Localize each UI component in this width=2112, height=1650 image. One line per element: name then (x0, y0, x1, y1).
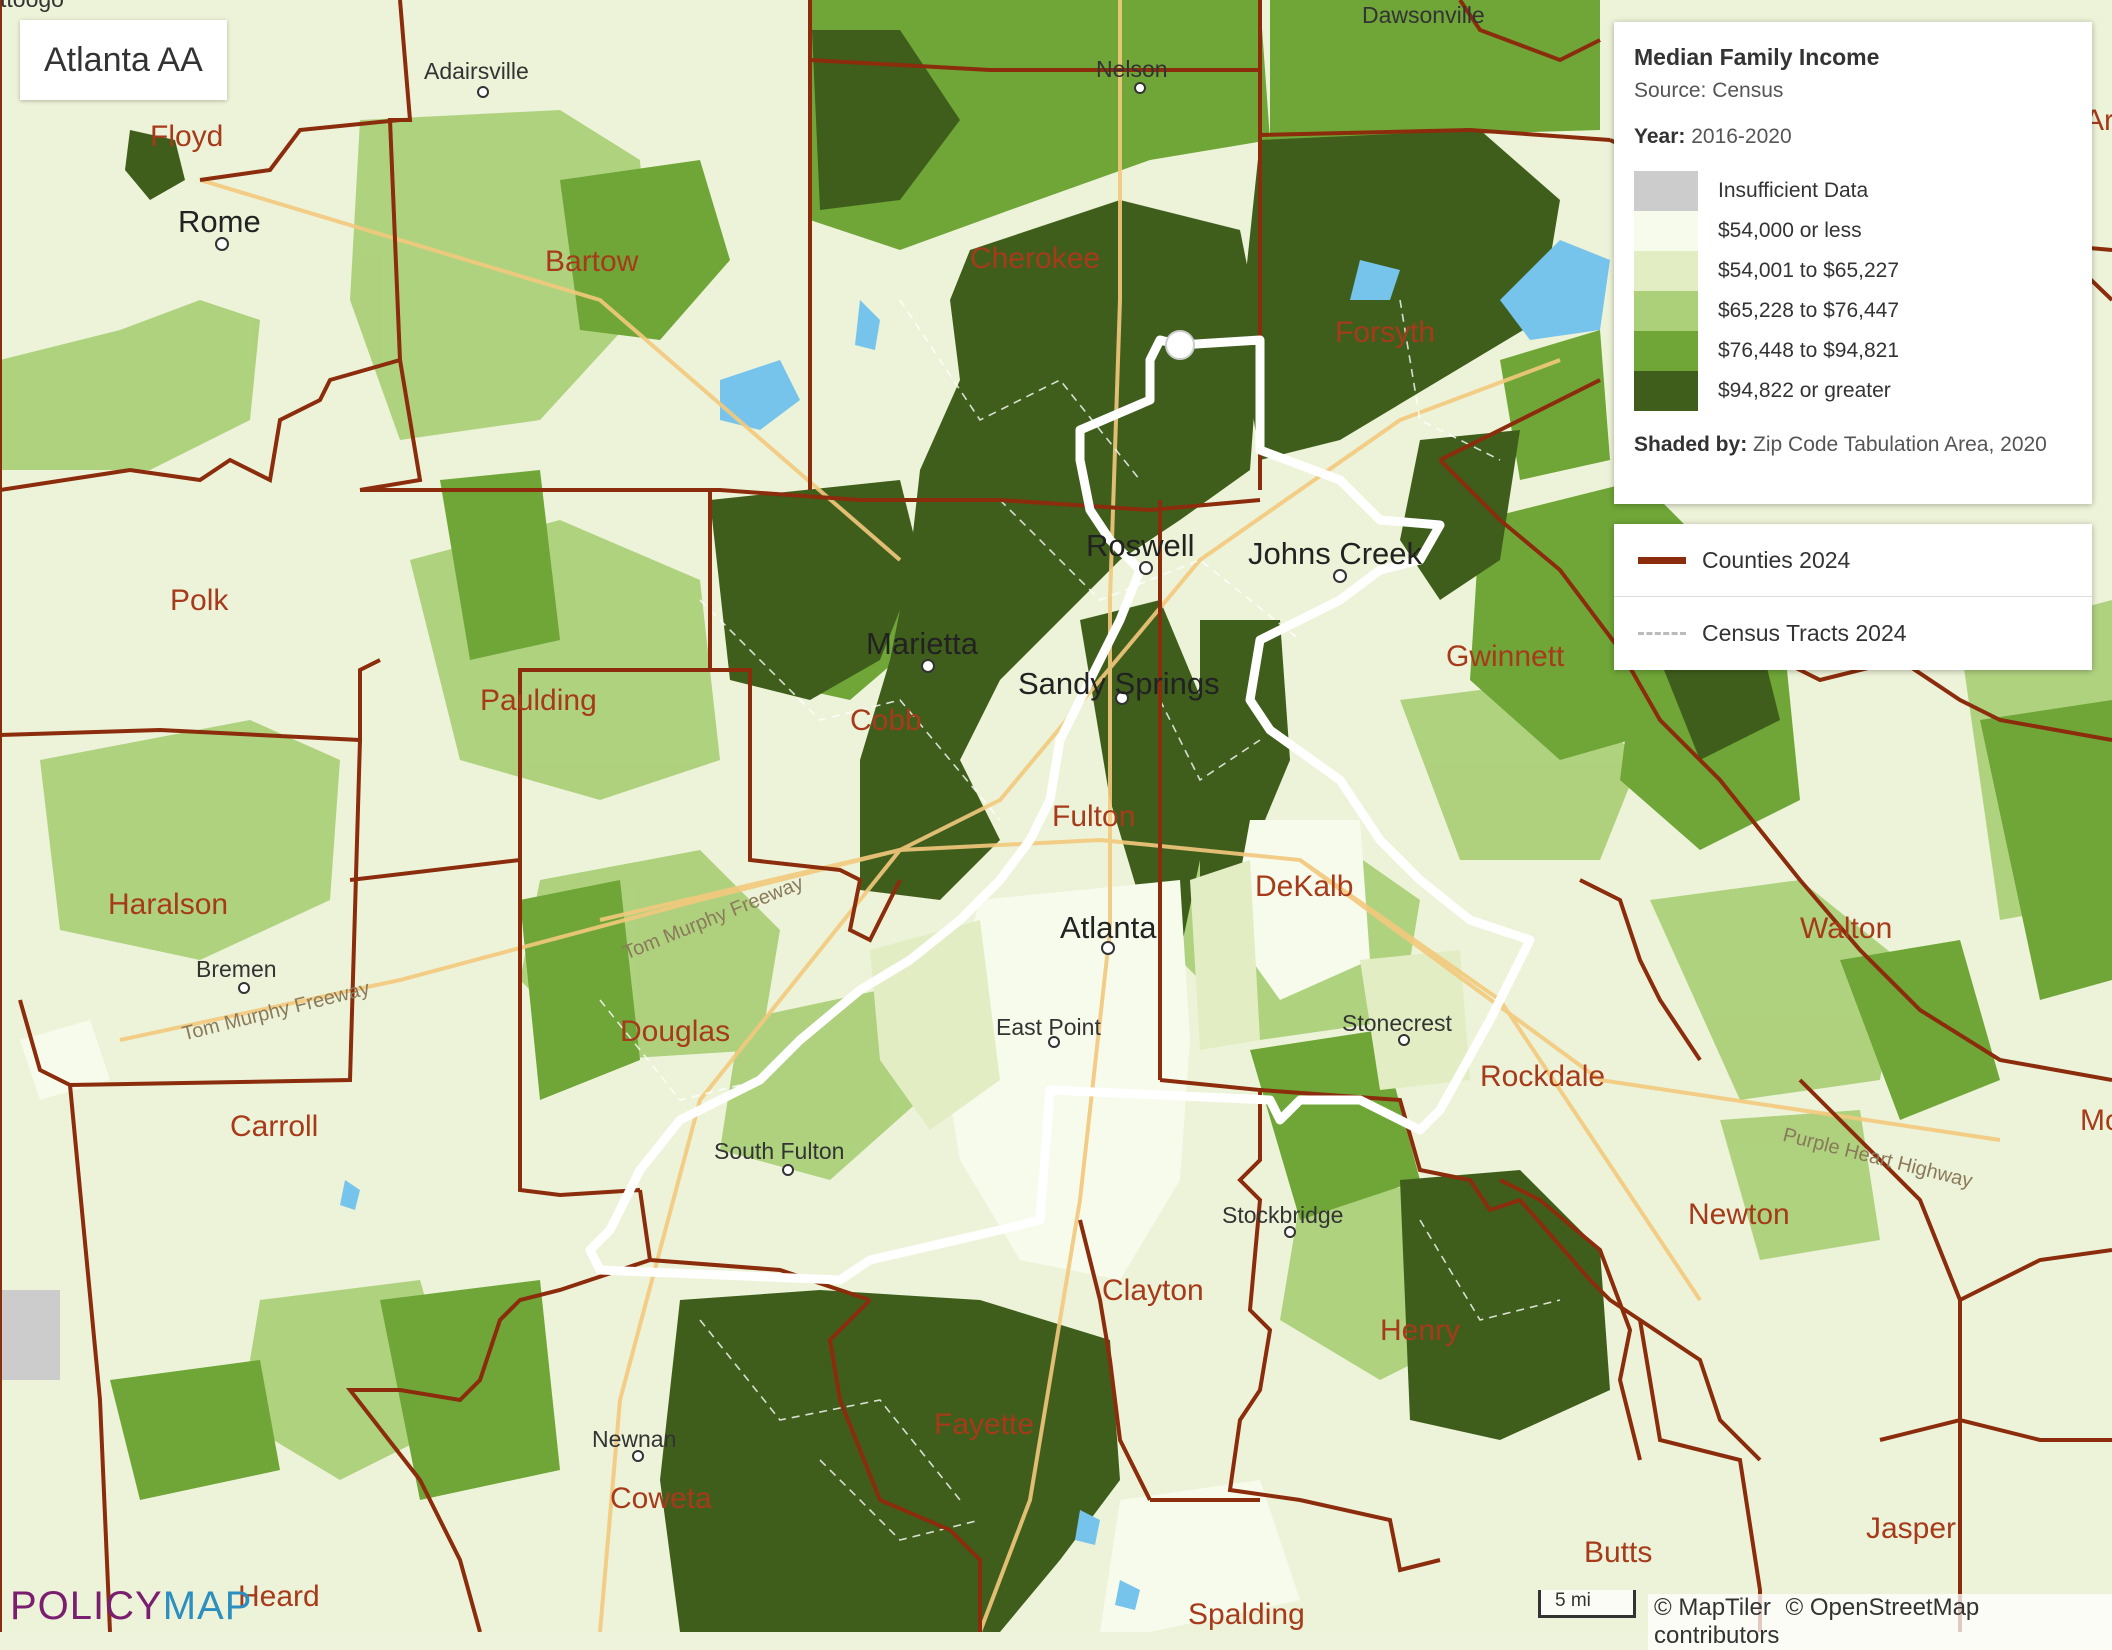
county-label-carroll: Carroll (230, 1110, 319, 1143)
legend-year-value: 2016-2020 (1691, 125, 1792, 148)
city-label-sandy-springs: Sandy Springs (1018, 666, 1220, 701)
legend-row: $54,001 to $65,227 (1634, 251, 2072, 291)
county-label-bartow: Bartow (545, 245, 639, 278)
city-label-roswell: Roswell (1086, 528, 1195, 563)
legend-row: $94,822 or greater (1634, 371, 2072, 411)
county-label-floyd: Floyd (150, 120, 224, 153)
legend-year-label: Year: (1634, 125, 1686, 148)
legend-year: Year: 2016-2020 (1634, 125, 2072, 149)
county-label-douglas: Douglas (620, 1015, 731, 1048)
edge-fragment-label: ttoogo (0, 0, 64, 13)
county-label-clayton: Clayton (1102, 1274, 1204, 1307)
legend-shaded-by: Shaded by: Zip Code Tabulation Area, 202… (1634, 433, 2072, 457)
county-label-heard: Heard (238, 1580, 320, 1613)
legend-swatch (1634, 171, 1698, 211)
county-label-henry: Henry (1380, 1314, 1461, 1347)
legend-label: $94,822 or greater (1718, 379, 1891, 402)
layer-toggle-census-tracts[interactable]: Census Tracts 2024 (1614, 596, 2092, 669)
brand-part-1: POLICY (10, 1584, 163, 1628)
legend-swatch (1634, 371, 1698, 411)
layer-label: Census Tracts 2024 (1702, 619, 1907, 646)
legend-label: $54,001 to $65,227 (1718, 259, 1900, 282)
city-label-stonecrest: Stonecrest (1342, 1010, 1452, 1036)
city-label-newnan: Newnan (592, 1426, 677, 1452)
city-label-dawsonville: Dawsonville (1362, 2, 1485, 28)
legend-source: Source: Census (1634, 79, 1784, 102)
county-label-dekalb: DeKalb (1255, 870, 1354, 903)
county-label-newton: Newton (1688, 1198, 1790, 1231)
brand-part-2: MAP (162, 1584, 253, 1628)
city-label-marietta: Marietta (866, 626, 978, 661)
legend-label: Insufficient Data (1718, 179, 1869, 202)
county-label-walton: Walton (1800, 912, 1893, 945)
legend-shaded-label: Shaded by: (1634, 433, 1748, 456)
legend-row: $54,000 or less (1634, 211, 2072, 251)
legend-row: $65,228 to $76,447 (1634, 291, 2072, 331)
legend-row: $76,448 to $94,821 (1634, 331, 2072, 371)
layer-toggle-counties[interactable]: Counties 2024 (1614, 524, 2092, 596)
county-label-polk: Polk (170, 584, 229, 617)
layers-panel: Counties 2024 Census Tracts 2024 (1614, 524, 2092, 670)
county-label-spalding: Spalding (1188, 1598, 1305, 1631)
legend-label: $54,000 or less (1718, 219, 1862, 242)
map-attribution: © MapTiler © OpenStreetMap contributors (1648, 1594, 2112, 1650)
county-line-icon (1638, 556, 1686, 564)
scale-bar: 5 mi (1538, 1590, 1636, 1618)
map-title-box: Atlanta AA (20, 20, 227, 100)
county-label-butts: Butts (1584, 1536, 1653, 1569)
county-label-forsyth: Forsyth (1335, 316, 1436, 349)
county-label-jasper: Jasper (1866, 1512, 1957, 1545)
city-label-rome: Rome (178, 204, 261, 239)
city-label-east-point: East Point (996, 1014, 1101, 1040)
city-label-bremen: Bremen (196, 956, 277, 982)
city-label-south-fulton: South Fulton (714, 1138, 845, 1164)
dashed-line-icon (1638, 631, 1686, 635)
county-label-rockdale: Rockdale (1480, 1060, 1606, 1093)
county-label-cobb: Cobb (850, 704, 922, 737)
legend-title: Median Family Income (1634, 44, 1880, 70)
scale-label: 5 mi (1555, 1590, 1591, 1611)
city-label-stockbridge: Stockbridge (1222, 1202, 1344, 1228)
map-title: Atlanta AA (44, 40, 203, 79)
policymap-logo[interactable]: POLICYMAP (10, 1584, 252, 1629)
legend-swatch (1634, 331, 1698, 371)
county-label-fayette: Fayette (934, 1408, 1035, 1441)
layer-label: Counties 2024 (1702, 546, 1851, 573)
county-label-coweta: Coweta (610, 1482, 712, 1515)
county-label-fulton: Fulton (1052, 800, 1136, 833)
legend-class-list: Insufficient Data $54,000 or less $54,00… (1634, 171, 2072, 411)
legend-row: Insufficient Data (1634, 171, 2072, 211)
county-label-paulding: Paulding (480, 684, 597, 717)
city-label-johns-creek: Johns Creek (1248, 536, 1423, 571)
legend-swatch (1634, 211, 1698, 251)
city-label-adairsville: Adairsville (424, 58, 529, 84)
legend-label: $76,448 to $94,821 (1718, 339, 1900, 362)
legend-swatch (1634, 291, 1698, 331)
legend-panel: Median Family Income Source: Census Year… (1614, 22, 2092, 504)
legend-label: $65,228 to $76,447 (1718, 299, 1900, 322)
legend-shaded-value: Zip Code Tabulation Area, 2020 (1753, 433, 2047, 456)
county-label-gwinnett: Gwinnett (1446, 640, 1565, 673)
legend-swatch (1634, 251, 1698, 291)
county-label-mo: Mo (2080, 1104, 2112, 1137)
attribution-maptiler-link[interactable]: © MapTiler (1654, 1594, 1771, 1621)
city-label-atlanta: Atlanta (1060, 910, 1157, 945)
city-label-nelson: Nelson (1096, 56, 1168, 82)
county-label-cherokee: Cherokee (970, 242, 1101, 275)
county-label-haralson: Haralson (108, 888, 229, 921)
